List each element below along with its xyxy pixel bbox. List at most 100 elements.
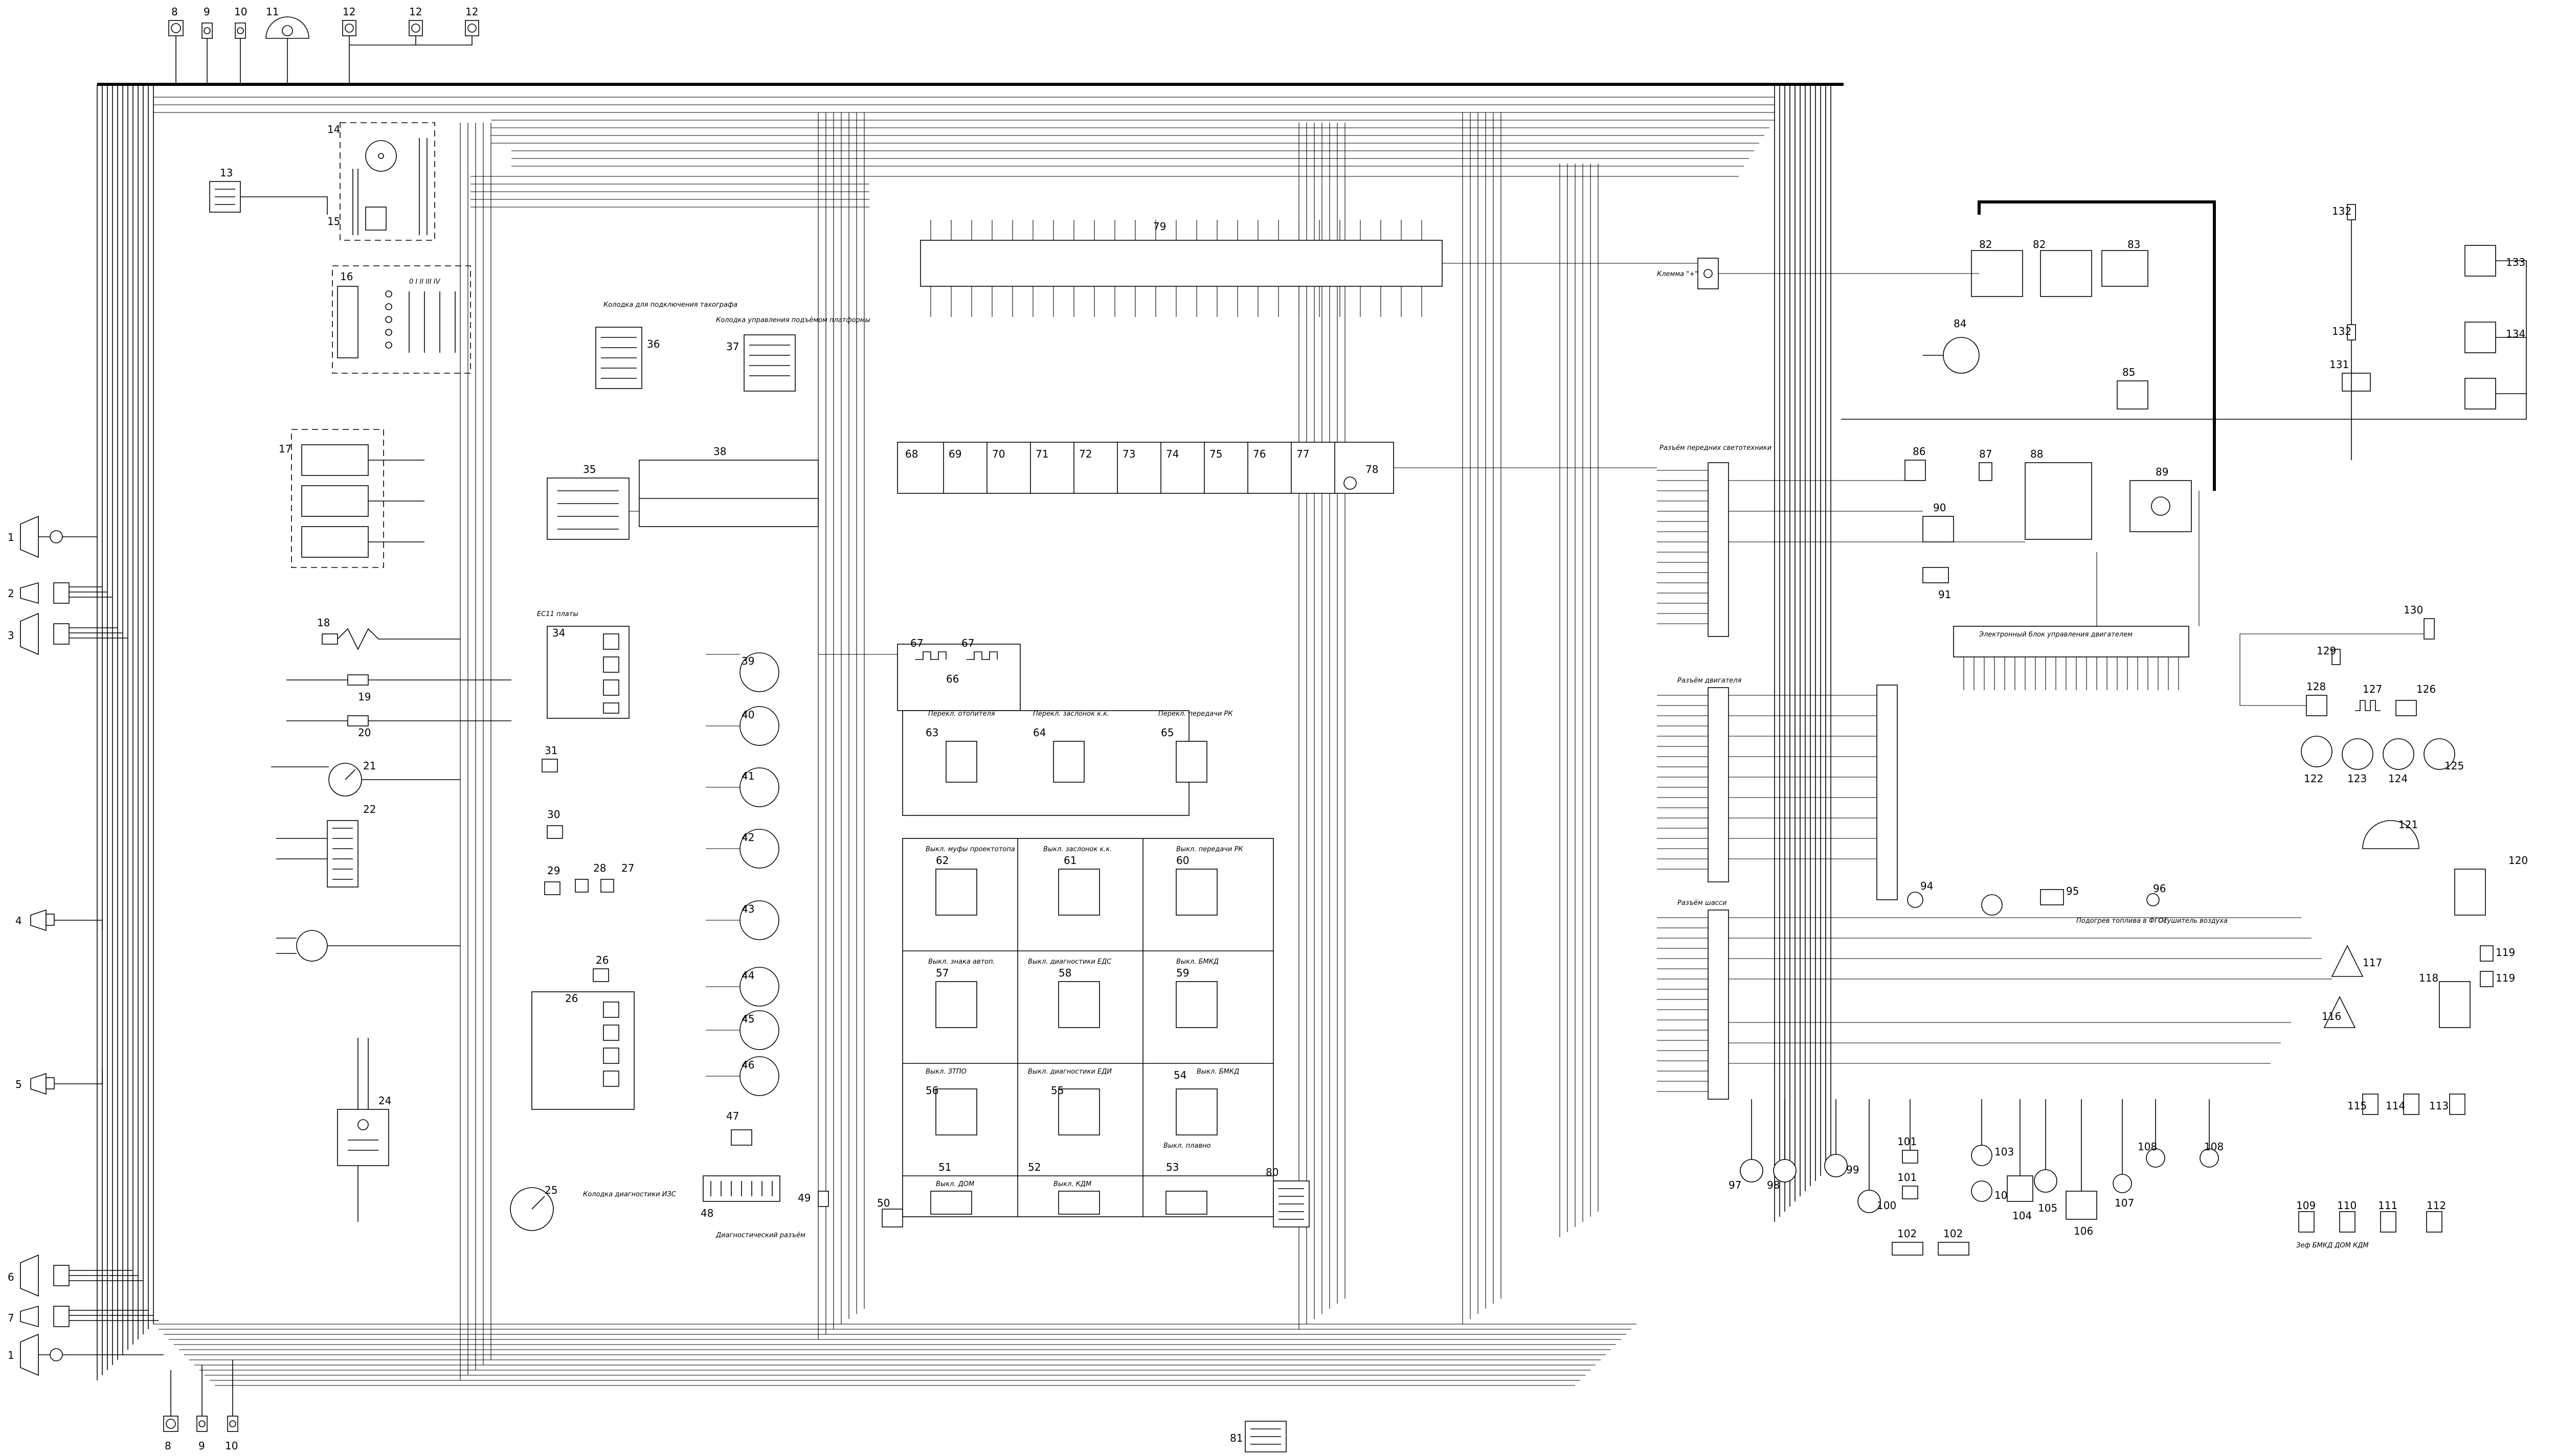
label-117: 118 [2419,972,2438,984]
label-102a: 103 [1994,1146,2014,1158]
label-10-top: 10 [234,6,247,18]
label-39: 40 [742,709,754,721]
label-11: 11 [266,6,279,18]
label-66a: 67 [910,637,923,649]
switch-62: Перекл. отопителя 63 [926,710,995,783]
caption-diag: Диагностический разъём [715,1232,805,1239]
label-9-bottom: 9 [198,1440,205,1452]
lamp-8-top: 8 [168,6,184,84]
label-61: 62 [936,854,949,867]
label-81a: 82 [1979,238,1992,251]
lamp-10-top: 10 [234,6,247,84]
label-80: 81 [1230,1432,1243,1444]
component-18: 18 [317,617,460,650]
label-37: 38 [713,445,726,458]
label-95: 96 [2153,882,2166,895]
component-16-switch: 0 I II III IV 16 [332,265,471,374]
component-36-platform: 37 Колодка управления подъёмом платформы [716,316,870,392]
label-131a: 132 [2332,205,2351,217]
headlamp-7: 7 [8,1305,159,1328]
label-127: 128 [2306,680,2326,693]
label-73: 74 [1166,448,1179,460]
label-107a: 108 [2138,1141,2157,1153]
label-87: 88 [2030,448,2043,460]
label-101b: 102 [1943,1227,1963,1240]
component-19: 19 [286,674,511,703]
label-60: 61 [1064,854,1076,867]
switch-52: Выкл. плавно 53 [1163,1142,1211,1215]
label-3: 3 [8,629,14,642]
caption-podogrev: Подогрев топлива в ФГОТ [2076,917,2168,925]
harness-horizontal-bottom [153,1324,1636,1386]
label-75: 76 [1253,448,1266,460]
label-71: 72 [1079,448,1092,460]
label-8-top: 8 [171,6,178,18]
label-81b: 82 [2033,238,2046,251]
component-91-95: 94 95 Подогрев топлива в ФГОТ 96 Осушите… [1907,880,2228,925]
label-112: 113 [2429,1100,2449,1112]
label-100b: 101 [1897,1171,1917,1184]
chassis-connector: Разъём шасси [1657,899,1729,1100]
sound-5: 5 [15,1068,103,1095]
label-1-bottom: 1 [8,1349,14,1361]
label-36: 37 [726,340,739,353]
caption-ec-top: ЕС11 платы [537,610,578,618]
label-20: 20 [358,726,371,739]
label-67: 68 [905,448,918,460]
label-91: 94 [1920,880,1933,892]
label-79: 80 [1266,1166,1278,1178]
label-123: 124 [2388,772,2408,785]
label-1-top: 1 [8,531,14,543]
label-30: 29 [547,864,560,877]
cap-50: Выкл. ДОМ [936,1180,974,1188]
label-7: 7 [8,1312,14,1324]
component-13: 13 [209,167,328,215]
label-121: 122 [2304,772,2323,785]
caption-36: Колодка управления подъёмом платформы [716,316,870,324]
headlamp-1-top: 1 [8,515,97,558]
fuse-block-78: 79 [920,220,1443,317]
label-90: 91 [1938,588,1951,601]
label-133: 134 [2506,328,2525,340]
label-44: 45 [742,1013,754,1025]
label-12c: 12 [465,6,478,18]
switch-58: Выкл. БМКД 59 [1176,958,1219,1028]
component-24-relay: 24 [337,1038,391,1222]
label-24: 24 [378,1095,391,1107]
label-53: 54 [1174,1069,1186,1081]
label-110: 111 [2378,1199,2397,1212]
label-129: 130 [2404,604,2423,616]
cap-63: Перекл. заслонок к.к. [1033,710,1109,718]
label-50: 51 [938,1161,951,1173]
component-23-gauge [276,930,460,962]
component-20: 20 [286,715,511,739]
label-19: 19 [358,691,371,703]
cap-52: Выкл. плавно [1163,1142,1211,1150]
label-119: 120 [2508,854,2528,867]
lamp-8-bottom: 8 [163,1370,178,1452]
caption-35: Колодка для подключения тахографа [603,301,737,309]
component-87-88: 88 89 [2025,448,2192,540]
label-85: 86 [1913,445,1925,458]
switch-60: Выкл. заслонок к.к. 61 [1043,846,1112,916]
label-118a: 119 [2496,946,2515,959]
label-109: 110 [2337,1199,2357,1212]
lamp-10-bottom: 10 [225,1360,238,1452]
sound-4: 4 [15,909,103,931]
components-130-134: 131 132 132 133 134 [1841,204,2527,460]
label-14: 14 [327,123,340,135]
label-99: 100 [1877,1199,1896,1212]
label-105: 106 [2074,1225,2093,1237]
label-58: 59 [1176,967,1189,979]
switch-54: Выкл. диагностики ЕДИ 55 [1028,1068,1112,1135]
label-118b: 119 [2496,972,2515,984]
label-59: 60 [1176,854,1189,867]
label-38: 39 [742,655,754,667]
components-121-129: 122 123 124 125 126 127 128 129 130 [2301,604,2464,785]
label-13: 13 [220,167,233,179]
label-108: 109 [2296,1199,2316,1212]
label-16: 16 [340,270,353,283]
label-35: 36 [647,338,660,350]
label-128: 129 [2317,645,2336,657]
